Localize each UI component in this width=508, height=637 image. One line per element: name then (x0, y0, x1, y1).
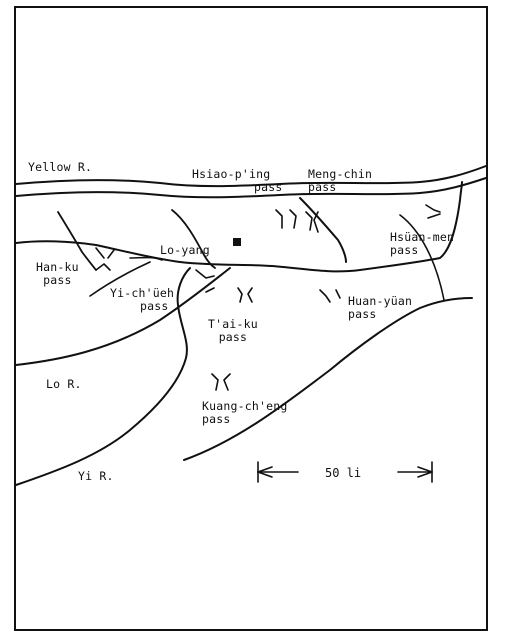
pass-label-han-ku: Han-ku pass (36, 261, 79, 287)
lo-tributary-west (57, 211, 97, 271)
map-frame (14, 6, 488, 631)
pass-name: Kuang-ch'eng (202, 399, 288, 413)
scale-bar (257, 461, 433, 483)
yi-river-label: Yi R. (78, 469, 114, 483)
pass-suffix: pass (254, 180, 283, 194)
yi-river (15, 267, 191, 486)
pass-label-yi-chueh: Yi-ch'üeh pass (110, 287, 174, 313)
pass-label-tai-ku: T'ai-ku pass (208, 318, 258, 344)
lo-river-label: Lo R. (46, 377, 82, 391)
pass-name: Huan-yüan (348, 294, 413, 308)
pass-label-huan-yuan: Huan-yüan pass (348, 295, 412, 321)
scale-label: 50 li (325, 466, 362, 480)
lo-river-lower (15, 267, 231, 366)
pass-markers (95, 204, 441, 391)
pass-name: Han-ku (36, 260, 79, 274)
pass-name: Yi-ch'üeh (110, 286, 175, 300)
pass-label-hsiao-ping: Hsiao-p'ing pass (192, 168, 283, 194)
pass-name: T'ai-ku (208, 317, 258, 331)
lo-yang-city-marker (233, 238, 241, 246)
pass-suffix: pass (202, 412, 231, 426)
pass-label-meng-chin: Meng-chin pass (308, 168, 372, 194)
lo-branch-northeast (299, 197, 347, 263)
pass-label-hsuan-men: Hsüan-men pass (390, 231, 454, 257)
lo-tributary-north (171, 209, 216, 269)
pass-suffix: pass (308, 180, 337, 194)
pass-name: Hsüan-men (390, 230, 455, 244)
pass-name: Meng-chin (308, 167, 373, 181)
pass-suffix: pass (43, 273, 72, 287)
lo-tributary-small (89, 261, 151, 297)
pass-suffix: pass (140, 299, 169, 313)
yellow-river-south-bank (15, 177, 487, 199)
lo-yang-label: Lo-yang (160, 243, 210, 257)
pass-suffix: pass (390, 243, 419, 257)
pass-name: Hsiao-p'ing (192, 167, 271, 181)
pass-suffix: pass (348, 307, 377, 321)
pass-suffix: pass (218, 330, 248, 344)
lo-tributary-small-2 (129, 256, 163, 261)
yellow-river-label: Yellow R. (28, 160, 93, 174)
yi-river-branch-east (399, 214, 445, 301)
lo-river (15, 181, 463, 273)
yi-river-east (183, 297, 473, 461)
pass-label-kuang-cheng: Kuang-ch'eng pass (202, 400, 287, 426)
yellow-river-north-bank (15, 165, 487, 188)
